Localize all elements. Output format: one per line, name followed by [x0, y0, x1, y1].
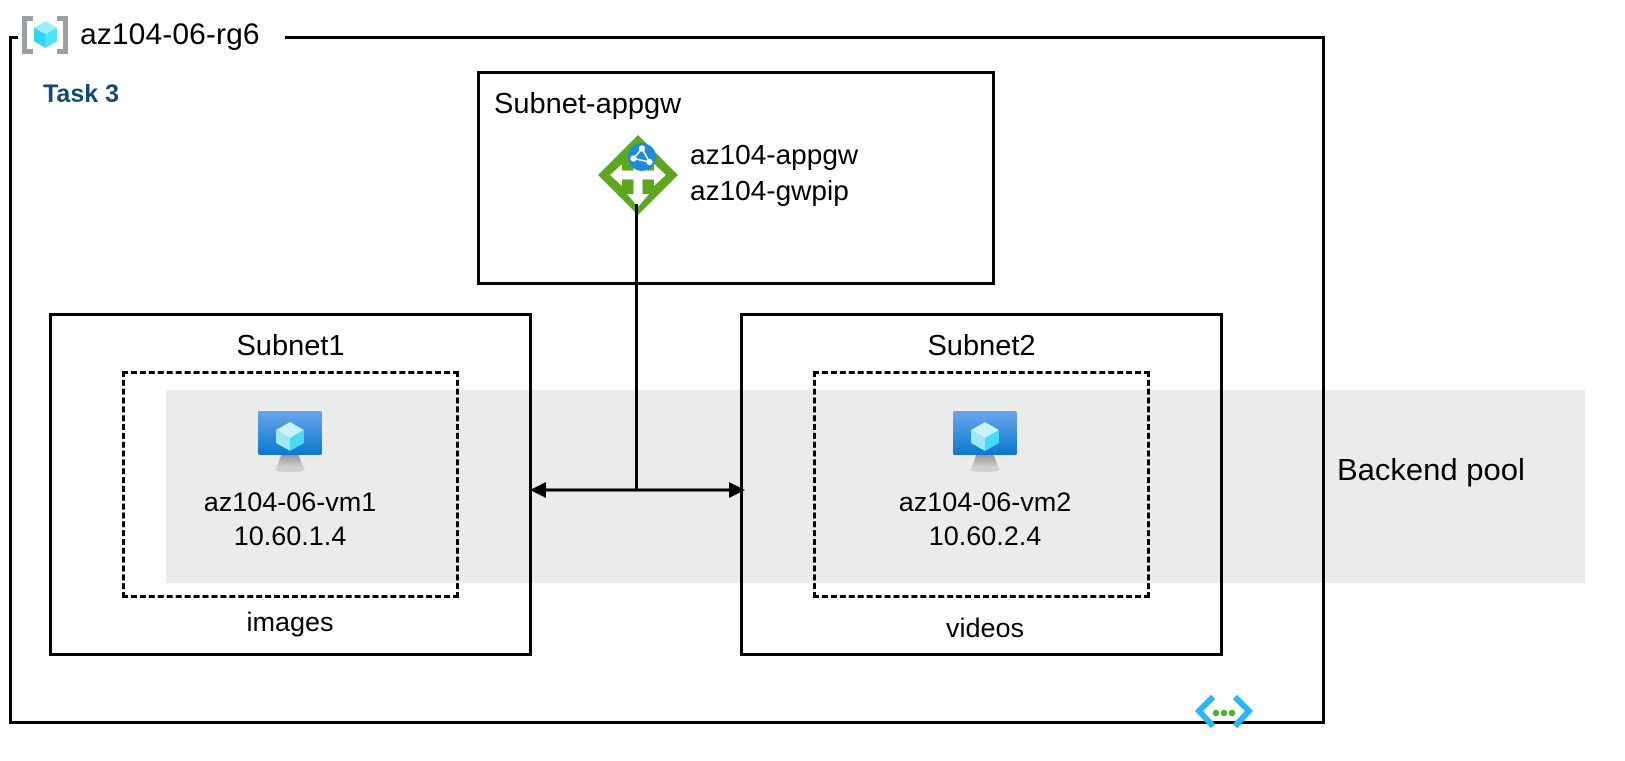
subnet-appgw-box: Subnet-appgw	[477, 71, 995, 285]
code-brackets-icon	[1194, 694, 1254, 729]
vm1-name: az104-06-vm1	[203, 487, 377, 517]
rg-border-top-right	[285, 36, 1325, 39]
subnet2-caption: videos	[945, 613, 1025, 643]
backend-pool-band	[166, 390, 1585, 583]
backend-pool-label: Backend pool	[1337, 452, 1525, 487]
resource-group-name: az104-06-rg6	[80, 18, 260, 51]
subnet1-box: Subnet1	[49, 313, 532, 656]
subnet2-dashed-group	[813, 371, 1150, 598]
bracket-right	[57, 16, 68, 54]
virtual-machine-icon	[258, 411, 322, 473]
resource-group-header: az104-06-rg6	[18, 6, 268, 64]
resource-group-boundary	[9, 36, 1325, 724]
vm2-node[interactable]: az104-06-vm2 10.60.2.4	[870, 403, 1100, 553]
bracket-left	[22, 16, 33, 54]
subnet2-box: Subnet2	[740, 313, 1223, 656]
vm2-name: az104-06-vm2	[898, 487, 1072, 517]
subnet1-dashed-group	[122, 371, 459, 598]
vm1-ip: 10.60.1.4	[233, 521, 347, 551]
cube-glyph	[34, 21, 57, 48]
subnet-to-subnet-arrow	[530, 482, 745, 498]
resource-group-icon	[22, 13, 68, 57]
subnet1-caption: images	[246, 607, 334, 637]
appgw-resource-name: az104-appgw	[690, 139, 859, 170]
subnet1-title: Subnet1	[236, 330, 345, 362]
appgw-vertical-connector	[635, 204, 638, 491]
subnet-appgw-title: Subnet-appgw	[494, 88, 682, 120]
virtual-machine-icon	[953, 411, 1017, 473]
subnet2-title: Subnet2	[927, 330, 1036, 362]
gwpip-resource-name: az104-gwpip	[690, 175, 849, 206]
vm2-ip: 10.60.2.4	[928, 521, 1042, 551]
application-gateway-node[interactable]: az104-appgw az104-gwpip	[596, 133, 858, 217]
application-gateway-icon	[598, 135, 678, 215]
application-gateway-labels: az104-appgw az104-gwpip	[690, 137, 858, 213]
task-label: Task 3	[43, 80, 119, 108]
vm1-node[interactable]: az104-06-vm1 10.60.1.4	[175, 403, 405, 553]
